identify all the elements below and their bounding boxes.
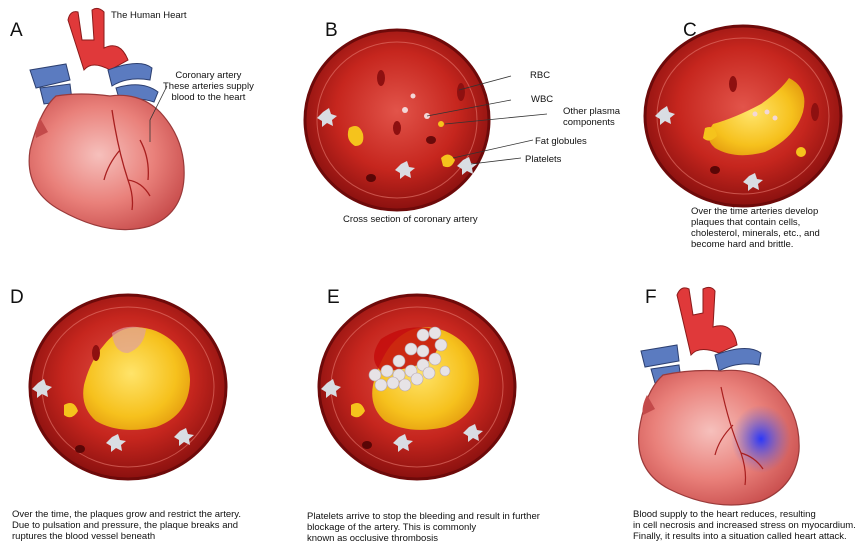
caption-line: blockage of the artery. This is commonly <box>307 522 595 533</box>
caption-line: Finally, it results into a situation cal… <box>633 531 855 542</box>
panel-b: B RBC WBC Other plasma components Fat gl… <box>285 0 585 265</box>
label-platelets: Platelets <box>525 154 561 165</box>
annotation-line: These arteries supply <box>163 81 254 92</box>
caption-line: Over the time, the plaques grow and rest… <box>12 509 294 520</box>
label-wbc: WBC <box>531 94 553 105</box>
annotation-line: blood to the heart <box>163 92 254 103</box>
artery-cross-section-d <box>0 275 295 544</box>
caption-line: in cell necrosis and increased stress on… <box>633 520 855 531</box>
caption-line: ruptures the blood vessel beneath <box>12 531 294 542</box>
caption-c: Over the time arteries develop plaques t… <box>691 206 855 250</box>
caption-line: become hard and brittle. <box>691 239 855 250</box>
artery-cross-section-e <box>295 275 595 544</box>
caption-b: Cross section of coronary artery <box>343 214 563 225</box>
caption-d: Over the time, the plaques grow and rest… <box>12 509 294 542</box>
panel-d: D Over the time, the plaques grow and re… <box>0 275 295 544</box>
heart-attack-illustration <box>595 275 855 544</box>
caption-line: cholesterol, minerals, etc., and <box>691 228 855 239</box>
coronary-annotation: Coronary artery These arteries supply bl… <box>163 70 254 103</box>
caption-f: Blood supply to the heart reduces, resul… <box>633 509 855 542</box>
panel-e: E Platelets arrive to stop the bleeding … <box>295 275 595 544</box>
annotation-line: Coronary artery <box>163 70 254 81</box>
panel-f: F Blood supply to the heart reduces, res… <box>595 275 855 544</box>
caption-line: known as occlusive thrombosis <box>307 533 595 544</box>
panel-c: C Over the time arteries develop plaques… <box>585 0 855 265</box>
label-rbc: RBC <box>530 70 550 81</box>
caption-line: Blood supply to the heart reduces, resul… <box>633 509 855 520</box>
caption-line: Over the time arteries develop <box>691 206 855 217</box>
caption-line: Platelets arrive to stop the bleeding an… <box>307 511 595 522</box>
caption-line: Cross section of coronary artery <box>343 214 563 225</box>
caption-line: plaques that contain cells, <box>691 217 855 228</box>
panel-a: A The Human Heart Coronary artery These … <box>0 0 285 265</box>
caption-e: Platelets arrive to stop the bleeding an… <box>307 511 595 544</box>
label-fat: Fat globules <box>535 136 587 147</box>
necrosis-area <box>731 405 791 473</box>
caption-line: Due to pulsation and pressure, the plaqu… <box>12 520 294 531</box>
heart-illustration <box>0 0 285 265</box>
artery-cross-section-b <box>285 0 585 265</box>
